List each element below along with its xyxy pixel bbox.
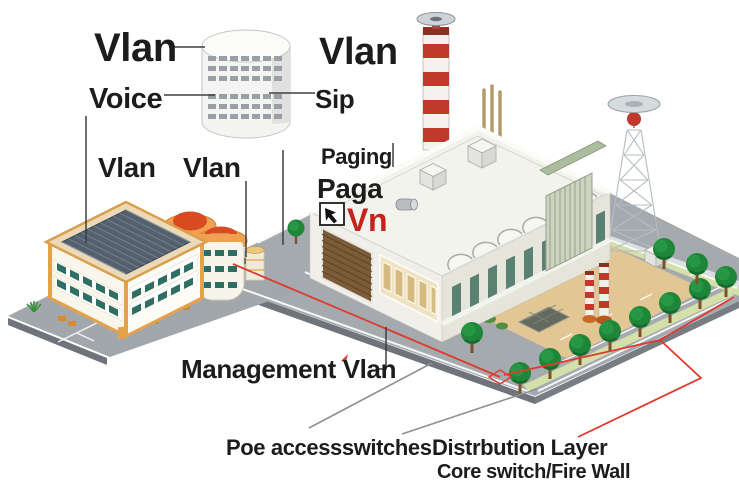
- office-entrance: [118, 326, 127, 340]
- lot-edge-side: [8, 318, 107, 365]
- label-distribution-layer: Distrbution Layer: [432, 435, 608, 460]
- tower-beacon: [627, 112, 641, 126]
- label-core-switch-firewall: Core switch/Fire Wall: [437, 461, 630, 483]
- roof-parapet: [308, 125, 612, 215]
- cylinder-windows: [208, 56, 282, 119]
- annex-silo: [245, 246, 265, 281]
- network-lines-red: [232, 263, 735, 438]
- office-windows-sw: [53, 259, 123, 322]
- office-windows-se: [129, 253, 199, 316]
- label-poe-access-switches: Poe accessswitches: [226, 435, 432, 460]
- leader-lines-gray: [308, 362, 538, 435]
- factory-windows-teal: [452, 210, 605, 321]
- road-edge-side-left: [228, 287, 535, 404]
- label-vlan-top-right: Vlan: [319, 31, 398, 73]
- label-sip: Sip: [315, 84, 354, 114]
- red-junction-marker: [487, 369, 513, 385]
- label-paga: Paga: [317, 173, 383, 204]
- agave-plant: [26, 301, 42, 313]
- red-tick-management: [341, 354, 348, 362]
- garage-door: [321, 226, 373, 305]
- leader-poe: [308, 362, 433, 429]
- road-edge-side-right: [535, 301, 739, 404]
- cylinder-tower: [201, 29, 291, 139]
- label-management-vlan: Management Vlan: [181, 354, 396, 384]
- label-paging: Paging: [321, 144, 392, 169]
- label-vlan-mid-1: Vlan: [98, 152, 156, 183]
- office-building: [43, 200, 265, 340]
- cursor-icon: [319, 202, 345, 226]
- label-vn: Vn: [347, 202, 387, 238]
- label-vlan-top-left: Vlan: [94, 26, 177, 70]
- annex-tower: [195, 233, 245, 301]
- labels: Vlan Voice Vlan Sip Vlan Vlan Paging Pag…: [89, 26, 631, 483]
- courtyard-panel: [517, 304, 571, 333]
- leader-lines-dark: [85, 46, 394, 370]
- leader-distribution: [401, 388, 538, 435]
- slat-tower: [539, 140, 607, 272]
- storefront-windows: [379, 253, 439, 324]
- roof-equipment: [395, 138, 497, 211]
- label-vlan-mid-2: Vlan: [183, 152, 241, 183]
- red-line-management: [232, 263, 501, 378]
- chimneys-small: [582, 263, 612, 325]
- radio-tower: [606, 95, 662, 254]
- chimney-large: [416, 12, 456, 151]
- label-voice: Voice: [89, 83, 162, 115]
- verge-se: [523, 289, 734, 391]
- red-leader-distribution: [577, 339, 703, 438]
- leader-management-vlan: [376, 327, 387, 370]
